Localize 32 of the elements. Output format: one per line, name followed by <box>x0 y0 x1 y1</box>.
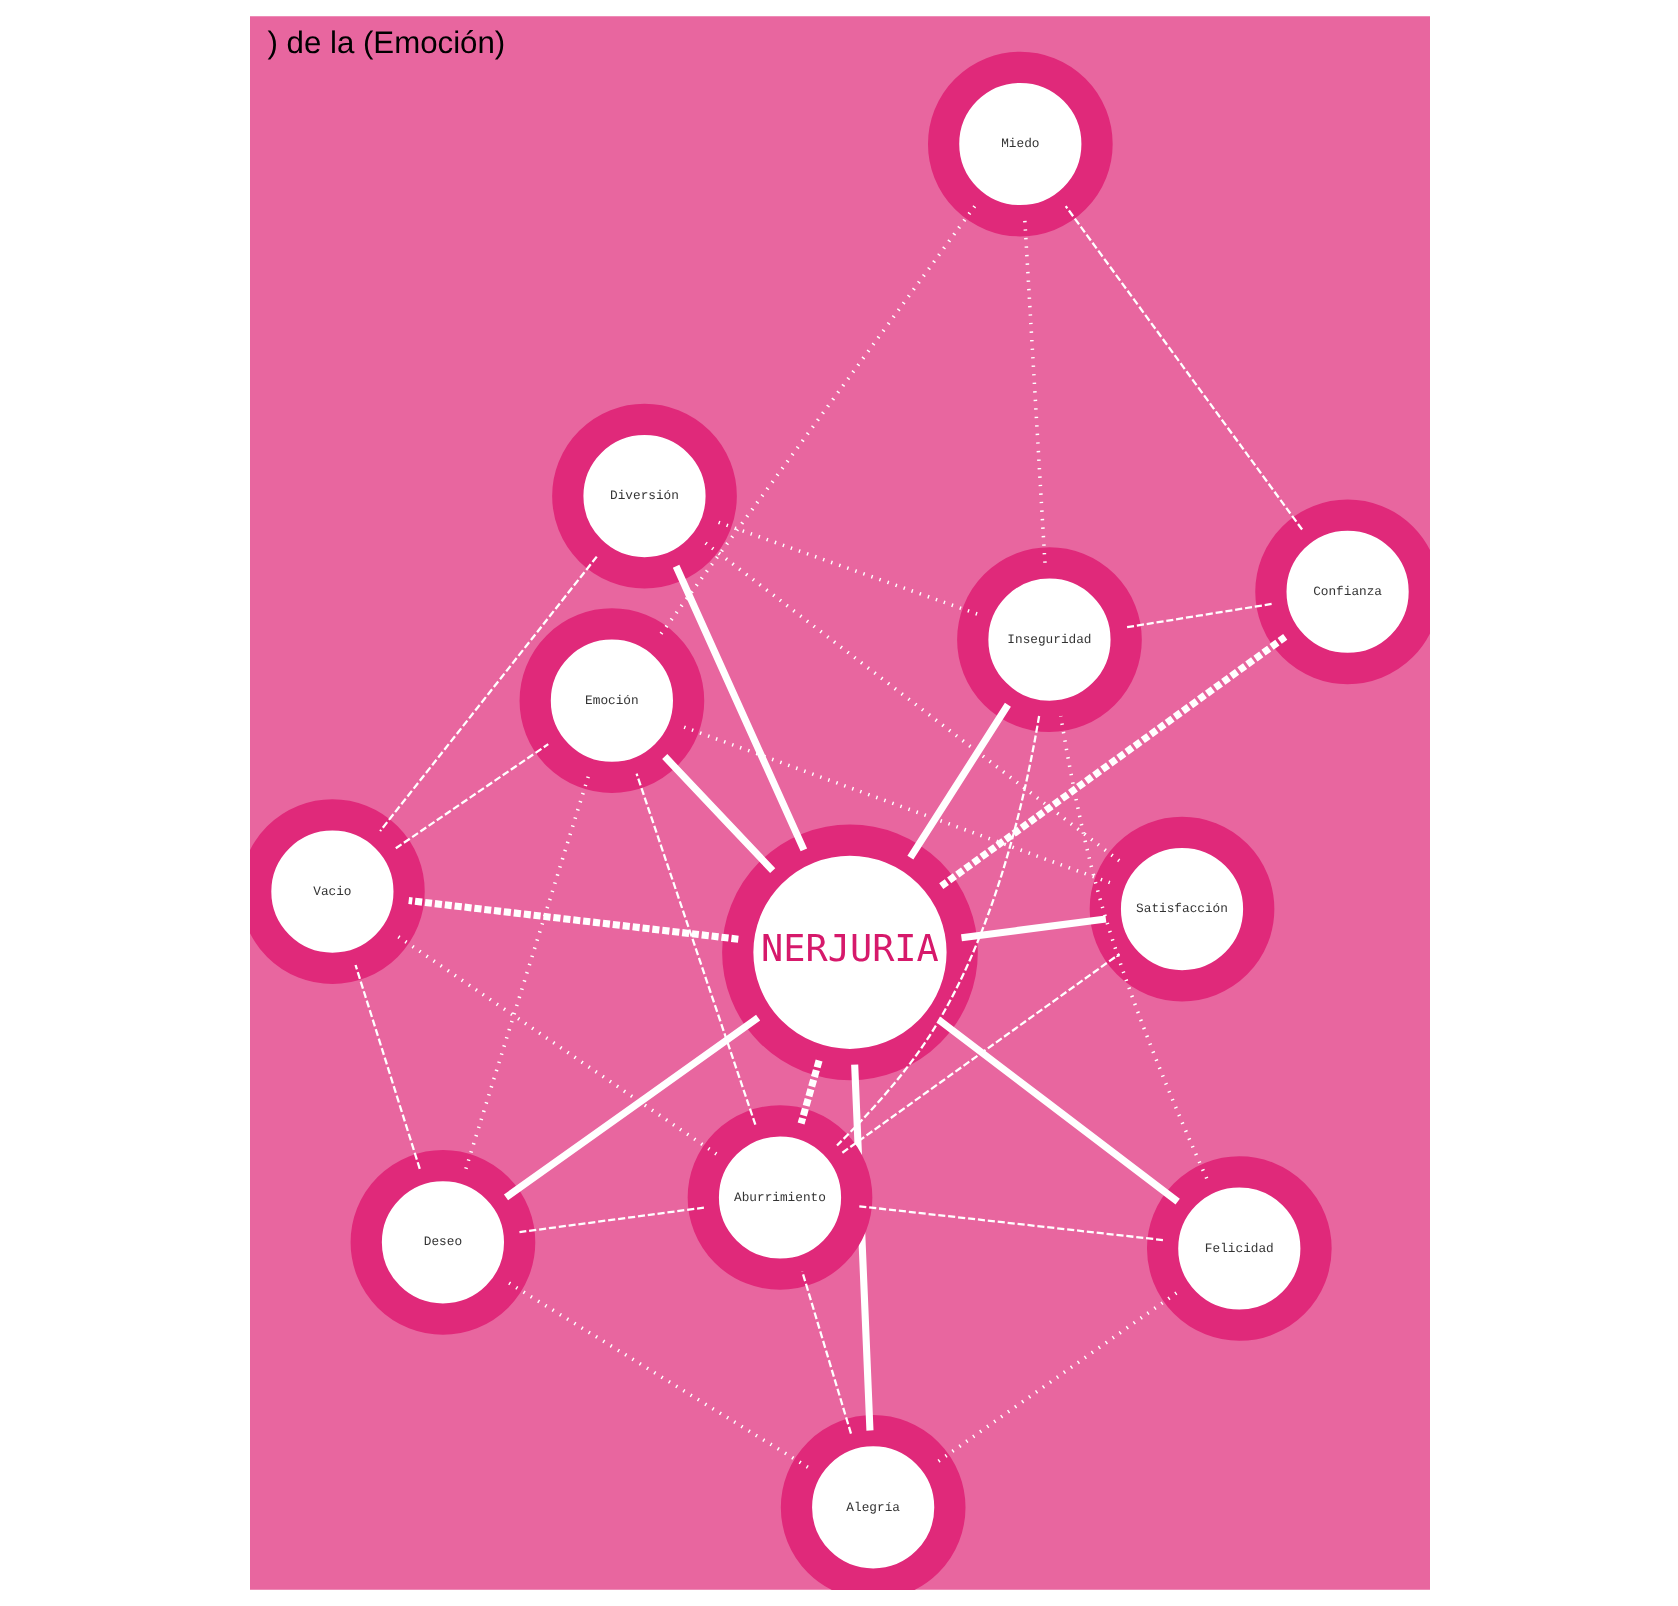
connector <box>835 715 1040 1147</box>
connector <box>840 953 1120 1154</box>
connector <box>353 964 420 1170</box>
connector <box>518 1206 704 1234</box>
connector <box>703 541 1122 864</box>
connector <box>796 1059 822 1125</box>
connector <box>800 1271 852 1434</box>
connector <box>855 1204 1163 1242</box>
connector <box>938 634 1287 890</box>
connector <box>655 205 976 640</box>
connector <box>671 564 807 852</box>
diagram-title: ) de la (Emoción) <box>266 26 505 61</box>
connector <box>960 915 1106 942</box>
connector <box>394 743 548 850</box>
connector <box>1063 205 1302 531</box>
connector <box>393 933 717 1156</box>
connector <box>463 773 590 1170</box>
connector <box>1124 602 1271 629</box>
connector <box>506 1281 808 1469</box>
connector <box>1022 220 1046 563</box>
connector <box>378 555 597 832</box>
connector <box>502 1014 760 1201</box>
connector <box>906 702 1010 860</box>
connector <box>661 754 775 874</box>
connector <box>936 1017 1179 1205</box>
connector <box>715 520 977 616</box>
connector <box>682 725 1110 885</box>
connector <box>634 773 756 1126</box>
connector <box>407 897 738 943</box>
connector <box>933 1291 1177 1465</box>
node-circle: NERJURIA <box>721 824 977 1081</box>
connector <box>1058 715 1208 1180</box>
